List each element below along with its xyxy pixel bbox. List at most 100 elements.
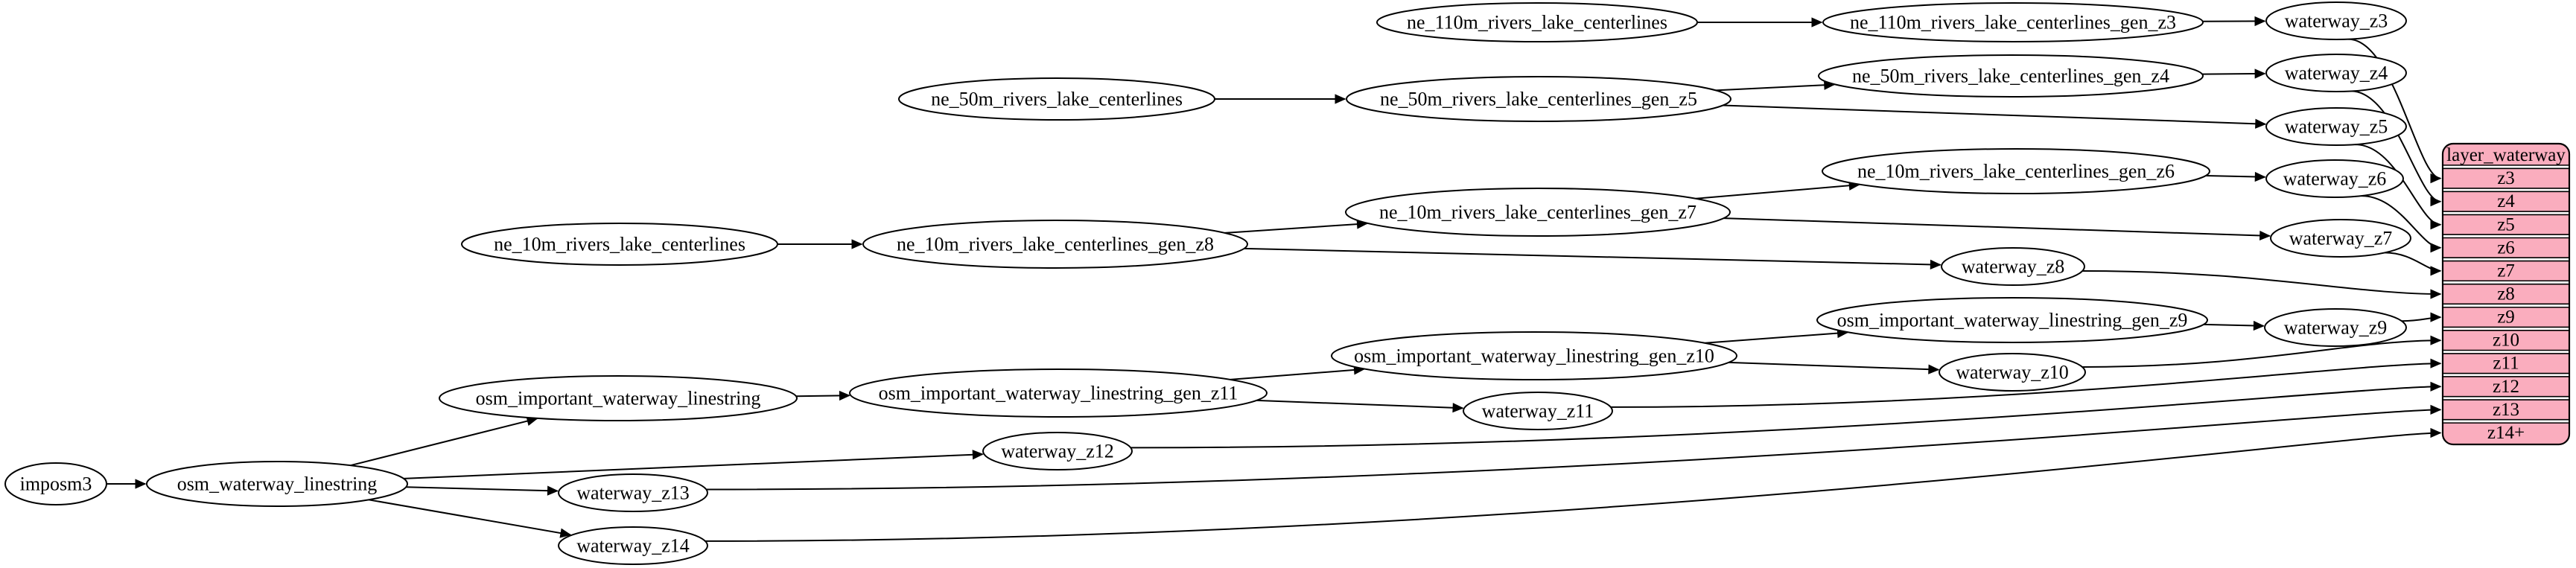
edge-osm_important_waterway_linestring_gen_z11-to-osm_important_waterway_linestring_gen_z10 [1230,365,1365,380]
node-ne_110m_rivers_lake_centerlines: ne_110m_rivers_lake_centerlines [1376,2,1698,42]
node-waterway_z14: waterway_z14 [558,526,708,565]
edge-waterway_z9-to-layer_waterway-z9 [2401,312,2442,322]
edge-waterway_z12-to-layer_waterway-z12 [1130,381,2442,449]
node-waterway_z11-label: waterway_z11 [1482,401,1594,422]
edge-osm_important_waterway_linestring-to-osm_important_waterway_linestring_gen_z11 [795,390,850,401]
record-row-z8: z8 [2497,284,2515,304]
node-ne_10m_rivers_lake_centerlines_gen_z8-label: ne_10m_rivers_lake_centerlines_gen_z8 [897,234,1214,255]
node-waterway_z9-shape [2264,308,2407,347]
node-waterway_z6: waterway_z6 [2265,159,2404,198]
node-osm_important_waterway_linestring-label: osm_important_waterway_linestring [476,388,761,409]
node-ne_10m_rivers_lake_centerlines: ne_10m_rivers_lake_centerlines [461,223,778,266]
edge-osm_important_waterway_linestring_gen_z10-to-waterway_z10 [1729,361,1940,374]
edge-waterway_z7-to-layer_waterway-z7 [2385,252,2442,276]
node-ne_50m_rivers_lake_centerlines_gen_z4-shape [1818,54,2204,98]
node-ne_50m_rivers_lake_centerlines-label: ne_50m_rivers_lake_centerlines [931,89,1183,110]
node-imposm3-label: imposm3 [20,473,92,495]
node-osm_important_waterway_linestring_gen_z10-shape [1331,331,1737,380]
record-row-z13: z13 [2493,400,2519,420]
edge-waterway_z8-to-layer_waterway-z8 [2082,270,2442,299]
node-ne_50m_rivers_lake_centerlines_gen_z5-label: ne_50m_rivers_lake_centerlines_gen_z5 [1380,89,1697,110]
node-waterway_z13: waterway_z13 [558,473,708,512]
node-ne_10m_rivers_lake_centerlines-label: ne_10m_rivers_lake_centerlines [494,234,745,255]
edge-ne_10m_rivers_lake_centerlines_gen_z8-to-waterway_z8 [1244,247,1941,269]
node-waterway_z5-label: waterway_z5 [2285,116,2388,138]
edge-ne_10m_rivers_lake_centerlines_gen_z6-to-waterway_z6 [2205,171,2266,182]
node-ne_10m_rivers_lake_centerlines_gen_z8: ne_10m_rivers_lake_centerlines_gen_z8 [862,220,1248,269]
edge-ne_50m_rivers_lake_centerlines_gen_z5-to-waterway_z5 [1723,104,2267,129]
node-waterway_z10-label: waterway_z10 [1956,362,2069,383]
node-waterway_z12-label: waterway_z12 [1001,441,1114,462]
node-waterway_z4-label: waterway_z4 [2285,63,2388,84]
node-ne_50m_rivers_lake_centerlines: ne_50m_rivers_lake_centerlines [898,77,1215,121]
node-osm_important_waterway_linestring: osm_important_waterway_linestring [439,375,798,421]
node-waterway_z6-label: waterway_z6 [2283,168,2387,190]
record-row-z12: z12 [2493,377,2519,397]
record-row-z7: z7 [2497,261,2515,281]
node-osm_important_waterway_linestring-shape [439,375,798,421]
edge-osm_waterway_linestring-to-waterway_z13 [406,485,559,496]
node-ne_10m_rivers_lake_centerlines_gen_z8-shape [862,220,1248,269]
node-osm_important_waterway_linestring_gen_z9-label: osm_important_waterway_linestring_gen_z9 [1837,310,2188,331]
node-waterway_z7: waterway_z7 [2270,219,2411,258]
record-row-z14plus: z14+ [2487,423,2525,443]
node-ne_10m_rivers_lake_centerlines_gen_z6-shape [1822,148,2210,194]
node-osm_waterway_linestring: osm_waterway_linestring [146,461,408,507]
node-osm_waterway_linestring-shape [146,461,408,507]
node-waterway_z8: waterway_z8 [1941,247,2085,286]
record-title: layer_waterway [2446,145,2566,165]
node-osm_important_waterway_linestring_gen_z10: osm_important_waterway_linestring_gen_z1… [1331,331,1737,380]
edges-layer [106,16,2442,542]
record-row-z6: z6 [2497,237,2515,258]
edge-ne_10m_rivers_lake_centerlines_gen_z8-to-ne_10m_rivers_lake_centerlines_gen_z7 [1224,219,1368,234]
edge-waterway_z14-to-layer_waterway-z14+ [705,427,2442,542]
node-ne_50m_rivers_lake_centerlines_gen_z5: ne_50m_rivers_lake_centerlines_gen_z5 [1346,76,1731,122]
node-waterway_z5-shape [2265,107,2407,146]
edge-osm_waterway_linestring-to-waterway_z14 [368,499,572,538]
node-ne_110m_rivers_lake_centerlines-shape [1376,2,1698,42]
edge-waterway_z13-to-layer_waterway-z13 [706,404,2442,491]
node-waterway_z11-shape [1463,392,1613,430]
node-waterway_z4-shape [2265,54,2407,92]
node-ne_50m_rivers_lake_centerlines_gen_z4: ne_50m_rivers_lake_centerlines_gen_z4 [1818,54,2204,98]
node-imposm3-shape [4,462,107,505]
node-waterway_z6-shape [2265,159,2404,198]
node-osm_important_waterway_linestring_gen_z9-shape [1816,297,2208,343]
node-waterway_z4: waterway_z4 [2265,54,2407,92]
node-waterway_z14-label: waterway_z14 [576,535,690,557]
edge-osm_important_waterway_linestring_gen_z10-to-osm_important_waterway_linestring_gen_z9 [1705,328,1849,344]
node-waterway_z11: waterway_z11 [1463,392,1613,430]
node-ne_10m_rivers_lake_centerlines_gen_z6-label: ne_10m_rivers_lake_centerlines_gen_z6 [1857,161,2175,182]
node-waterway_z14-shape [558,526,708,565]
edge-waterway_z3-to-layer_waterway-z3 [2348,38,2442,184]
node-waterway_z10-shape [1939,353,2086,392]
node-waterway_z13-shape [558,473,708,512]
node-ne_10m_rivers_lake_centerlines_gen_z6: ne_10m_rivers_lake_centerlines_gen_z6 [1822,148,2210,194]
node-waterway_z3: waterway_z3 [2265,1,2407,40]
node-ne_110m_rivers_lake_centerlines_gen_z3: ne_110m_rivers_lake_centerlines_gen_z3 [1822,2,2204,42]
node-ne_110m_rivers_lake_centerlines-label: ne_110m_rivers_lake_centerlines [1407,12,1667,33]
node-osm_important_waterway_linestring_gen_z11-shape [849,368,1268,418]
record-row-z5: z5 [2497,214,2515,234]
edge-waterway_z11-to-layer_waterway-z11 [1610,358,2442,408]
node-waterway_z3-label: waterway_z3 [2285,10,2388,32]
node-waterway_z8-shape [1941,247,2085,286]
node-ne_50m_rivers_lake_centerlines_gen_z5-shape [1346,76,1731,122]
node-ne_50m_rivers_lake_centerlines-shape [898,77,1215,121]
node-waterway_z8-label: waterway_z8 [1962,256,2065,278]
record-row-z10: z10 [2493,331,2519,351]
edge-waterway_z4-to-layer_waterway-z4 [2350,90,2442,207]
node-ne_10m_rivers_lake_centerlines-shape [461,223,778,266]
node-waterway_z3-shape [2265,1,2407,40]
node-osm_important_waterway_linestring_gen_z11-label: osm_important_waterway_linestring_gen_z1… [879,383,1238,404]
node-waterway_z9: waterway_z9 [2264,308,2407,347]
record-row-z4: z4 [2497,191,2515,211]
record-row-z9: z9 [2497,307,2515,328]
edge-ne_10m_rivers_lake_centerlines_gen_z7-to-ne_10m_rivers_lake_centerlines_gen_z6 [1696,180,1860,200]
node-waterway_z7-label: waterway_z7 [2289,228,2393,249]
node-ne_10m_rivers_lake_centerlines_gen_z7-shape [1345,188,1731,237]
node-ne_10m_rivers_lake_centerlines_gen_z7-label: ne_10m_rivers_lake_centerlines_gen_z7 [1379,202,1696,223]
edge-ne_10m_rivers_lake_centerlines_gen_z7-to-waterway_z7 [1723,217,2271,241]
nodes-layer: imposm3 osm_waterway_linestring waterway_z… [4,1,2411,565]
node-osm_important_waterway_linestring_gen_z10-label: osm_important_waterway_linestring_gen_z1… [1354,345,1714,367]
